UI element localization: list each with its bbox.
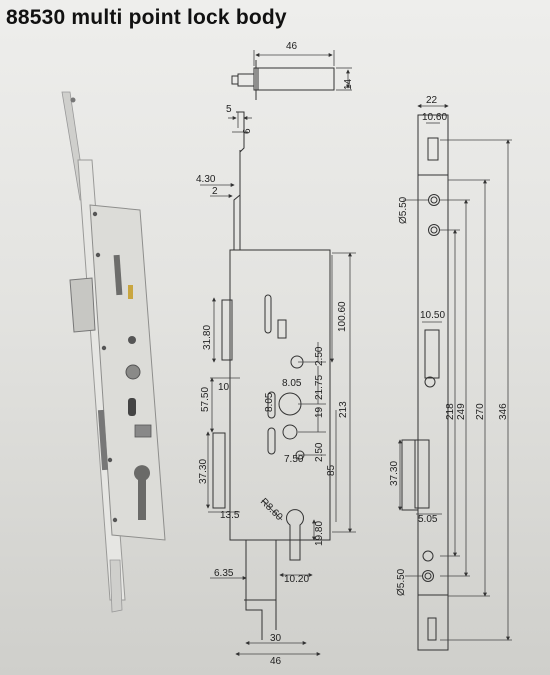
dim-6-35: 6.35 bbox=[214, 568, 234, 579]
dim-8-05-a: 8.05 bbox=[282, 378, 302, 389]
dim-30: 30 bbox=[270, 633, 282, 644]
dim-2: 2 bbox=[212, 186, 218, 197]
dim-2-50-a: 2.50 bbox=[314, 346, 325, 366]
bolt-detail bbox=[231, 50, 352, 100]
dim-270: 270 bbox=[475, 403, 486, 420]
dim-249: 249 bbox=[456, 403, 467, 420]
dim-19: 19 bbox=[314, 406, 325, 418]
dim-22: 22 bbox=[426, 95, 438, 106]
dim-21-75: 21.75 bbox=[314, 375, 325, 400]
dim-46-top: 46 bbox=[286, 41, 298, 52]
dim-31-80: 31.80 bbox=[202, 325, 213, 350]
side-view bbox=[200, 111, 356, 656]
dim-346: 346 bbox=[498, 403, 509, 420]
dim-57-50: 57.50 bbox=[200, 387, 211, 412]
lock-body-photo bbox=[61, 91, 166, 613]
dim-10: 10 bbox=[218, 382, 230, 393]
page-title: 88530 multi point lock body bbox=[6, 6, 287, 29]
dim-218: 218 bbox=[445, 403, 456, 420]
dim-4-30: 4.30 bbox=[196, 174, 216, 185]
dim-6: 6 bbox=[242, 128, 253, 134]
dim-37-30-b: 37.30 bbox=[389, 461, 400, 486]
dim-8-05-b: 8.05 bbox=[264, 392, 275, 412]
dim-10-50: 10.50 bbox=[420, 310, 445, 321]
front-faceplate-view bbox=[398, 104, 512, 651]
dim-85: 85 bbox=[326, 464, 337, 476]
dim-5: 5 bbox=[226, 104, 232, 115]
dim-100-60: 100.60 bbox=[337, 301, 348, 332]
dim-2-50-b: 2.50 bbox=[314, 442, 325, 462]
dim-10-60: 10.60 bbox=[422, 112, 447, 123]
dim-46-bottom: 46 bbox=[270, 656, 282, 667]
dim-14: 14 bbox=[343, 78, 354, 90]
dim-phi-5-50-a: Ø5.50 bbox=[398, 196, 409, 224]
dim-13-5: 13.5 bbox=[220, 510, 240, 521]
dim-phi-5-50-b: Ø5.50 bbox=[396, 568, 407, 596]
dim-5-05: 5.05 bbox=[418, 514, 438, 525]
dim-10-20: 10.20 bbox=[284, 574, 309, 585]
dim-37-30-a: 37.30 bbox=[198, 459, 209, 484]
dim-213: 213 bbox=[338, 401, 349, 418]
dim-7-50: 7.50 bbox=[284, 454, 304, 465]
dim-19-80: 19.80 bbox=[314, 521, 325, 546]
